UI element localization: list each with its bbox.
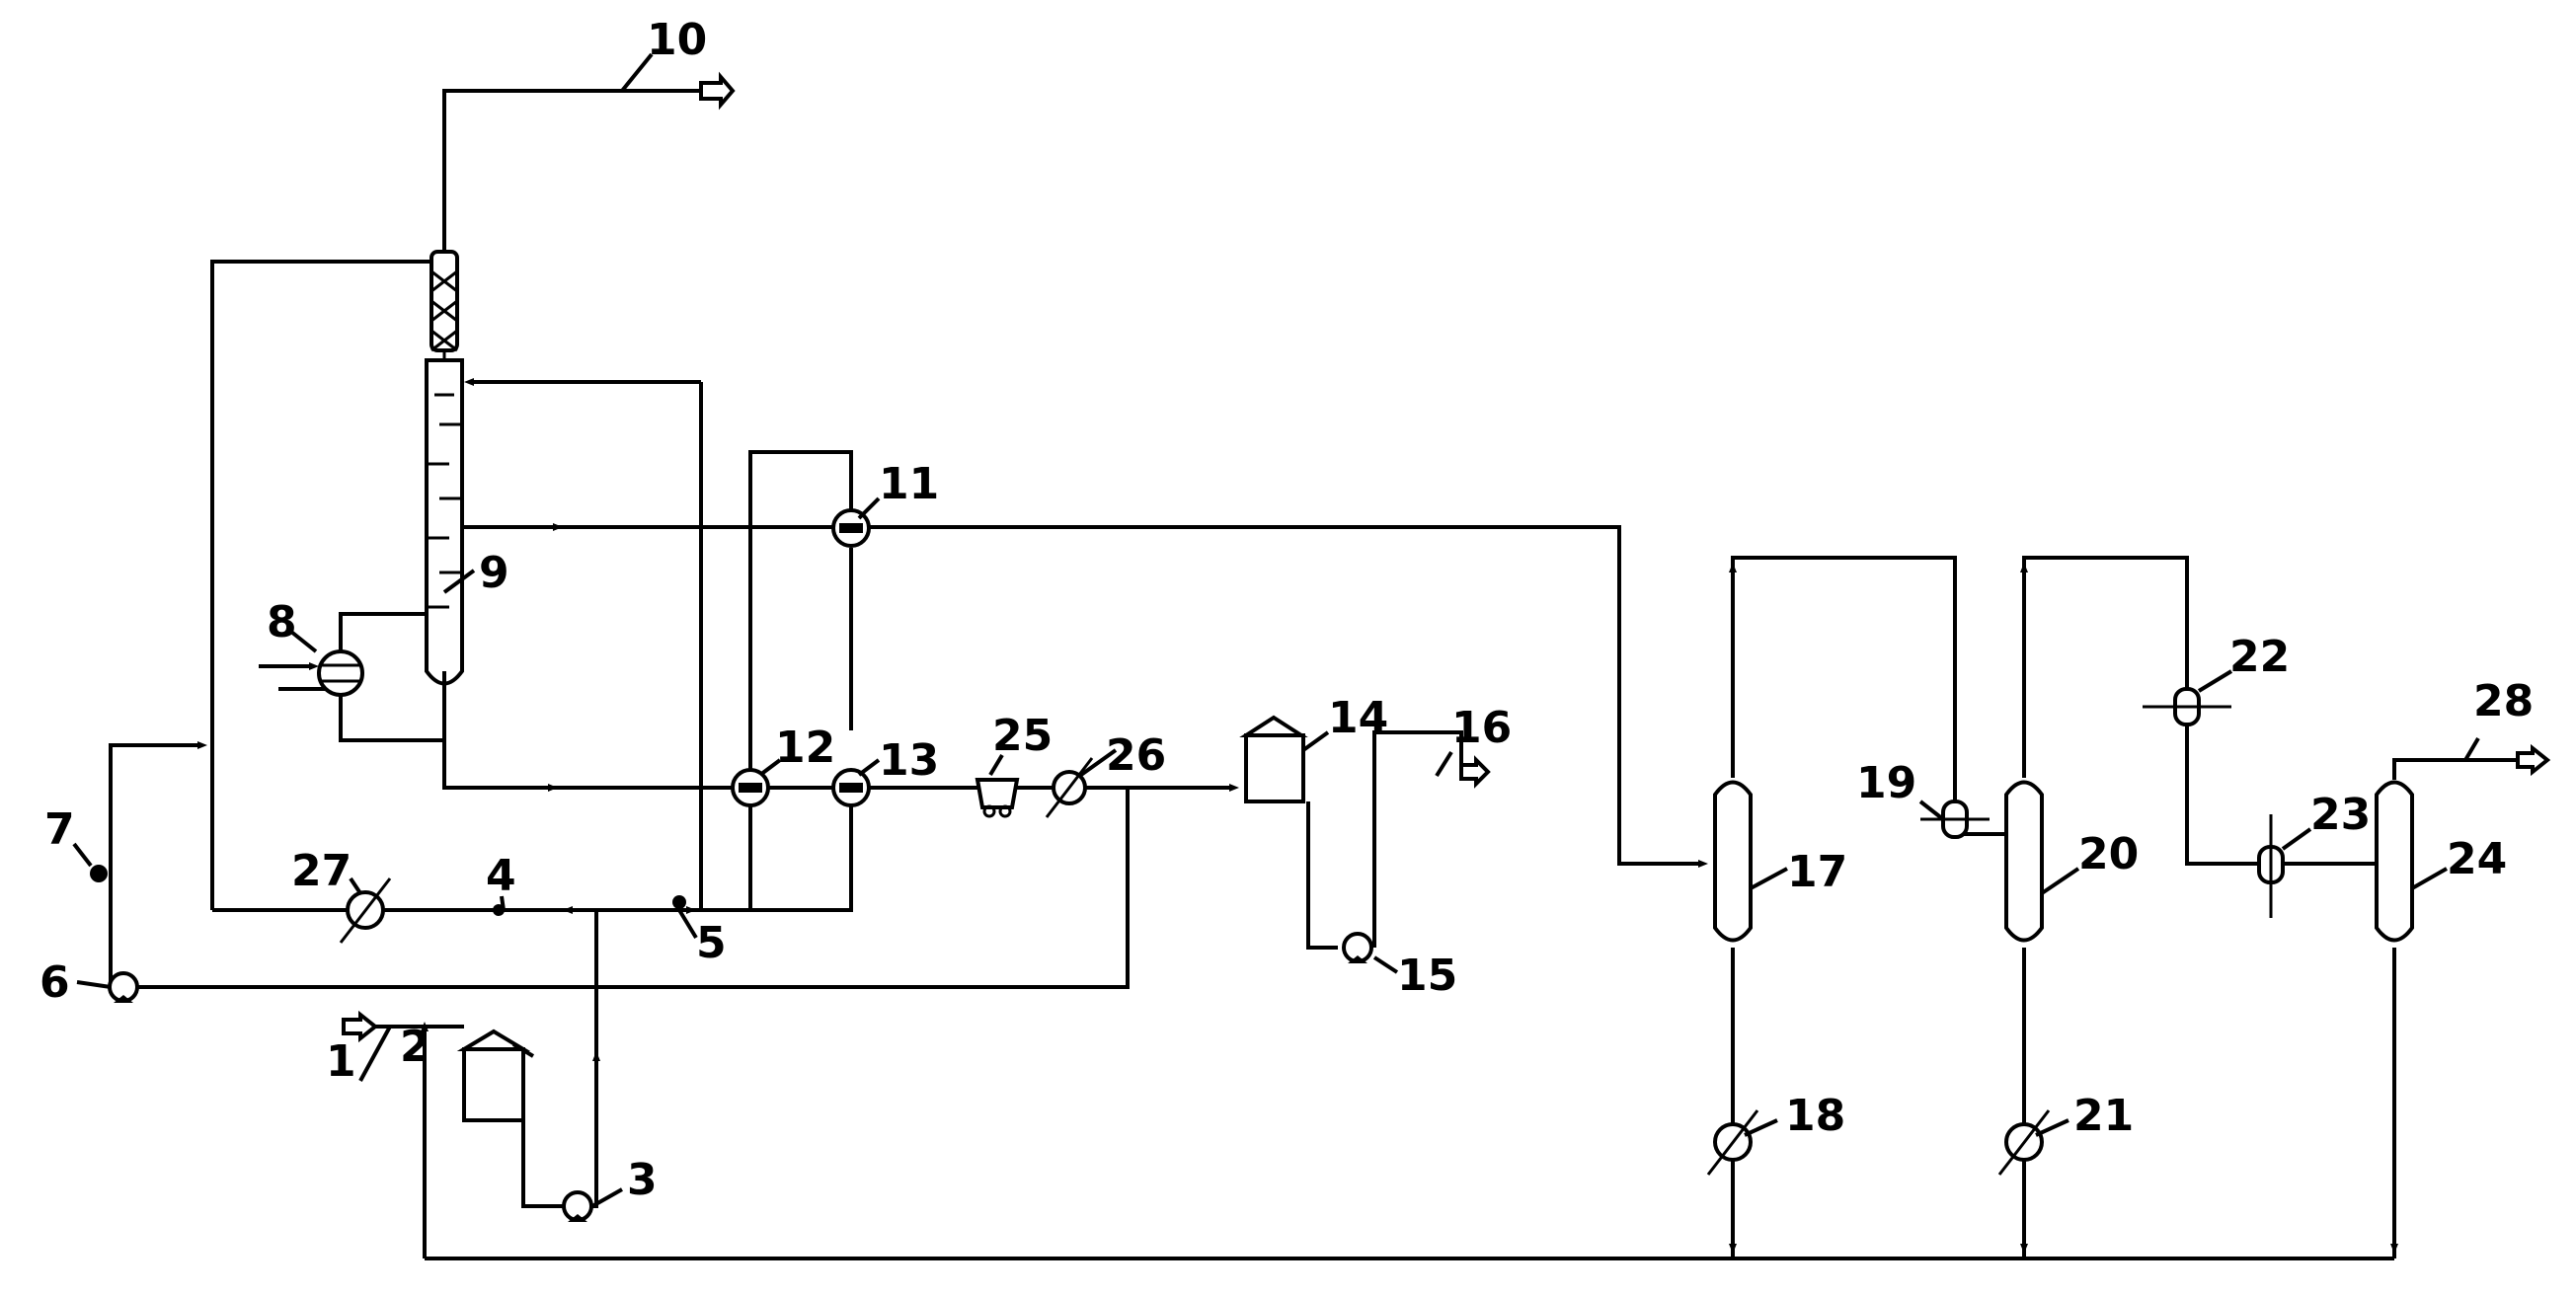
column-17	[1713, 760, 1753, 943]
label-25: 25	[992, 711, 1053, 761]
label-13: 13	[879, 735, 939, 786]
bottoms-line	[442, 691, 1239, 792]
label-11: 11	[879, 459, 939, 509]
label-16: 16	[1451, 703, 1512, 753]
distillation-column-9	[425, 250, 464, 691]
label-10: 10	[647, 15, 707, 65]
valve-5	[672, 895, 686, 909]
label-22: 22	[2229, 632, 2290, 682]
pipelines	[109, 71, 2551, 1260]
outlet-arrow-10	[699, 71, 736, 111]
vent-line-10	[442, 89, 701, 252]
bottom-recycle-line	[212, 780, 853, 912]
reboiler-return	[339, 696, 444, 742]
side-loop	[699, 382, 853, 912]
label-6: 6	[39, 957, 70, 1008]
label-4: 4	[486, 851, 516, 901]
heater-23	[2257, 814, 2285, 918]
label-9: 9	[479, 548, 509, 598]
label-28: 28	[2473, 676, 2534, 726]
tank-14	[1239, 715, 1308, 803]
label-24: 24	[2447, 834, 2507, 884]
heat-exchanger-12	[731, 768, 770, 807]
pump15-to-16	[1372, 730, 1463, 948]
label-23: 23	[2310, 790, 2371, 840]
pump-6	[108, 971, 139, 1003]
column-20	[2004, 760, 2044, 943]
filter-25	[975, 778, 1020, 818]
label-5: 5	[696, 918, 727, 968]
tank-2	[456, 1029, 531, 1122]
pump6-return-line	[111, 788, 1130, 989]
leader-lines	[72, 52, 2480, 1208]
col24-overhead	[2392, 758, 2518, 780]
label-15: 15	[1397, 951, 1457, 1001]
label-17: 17	[1787, 847, 1847, 897]
label-1: 1	[326, 1036, 356, 1087]
tank14-to-pump15	[1306, 801, 1338, 950]
label-3: 3	[627, 1155, 658, 1205]
cooler-18	[1706, 1109, 1759, 1176]
pump6-to-feed	[109, 741, 207, 987]
pump-15	[1342, 932, 1373, 963]
label-7: 7	[44, 804, 75, 855]
reboiler-vapor	[339, 612, 444, 651]
label-12: 12	[775, 723, 835, 773]
label-20: 20	[2078, 829, 2139, 879]
label-2: 2	[400, 1022, 430, 1072]
label-8: 8	[267, 597, 297, 648]
label-26: 26	[1106, 730, 1166, 781]
outlet-arrow-28	[2516, 743, 2551, 777]
side-draw-to-17	[464, 525, 1708, 868]
heat-exchanger-13	[831, 768, 871, 807]
heater-22	[2143, 687, 2231, 726]
label-27: 27	[291, 846, 351, 896]
equipment-labels: 1 2 3 4 5 6 7 8 9 10 11 12 13 14 15 16 1…	[39, 15, 2534, 1205]
column-24	[2375, 760, 2414, 943]
recycle-to-column-top	[210, 258, 449, 910]
cooler-27	[339, 877, 392, 944]
label-14: 14	[1328, 693, 1388, 743]
outlet-arrow-16	[1459, 755, 1491, 789]
label-18: 18	[1785, 1091, 1845, 1141]
cooler-26	[1045, 757, 1094, 818]
label-19: 19	[1856, 758, 1916, 808]
cooler-21	[1997, 1109, 2051, 1176]
pump-3	[562, 1190, 593, 1222]
label-21: 21	[2073, 1091, 2134, 1141]
valve-7	[90, 865, 108, 882]
heater-19	[1920, 800, 1990, 839]
inlet-arrow-1	[342, 1010, 379, 1043]
reboiler-8	[317, 649, 364, 697]
